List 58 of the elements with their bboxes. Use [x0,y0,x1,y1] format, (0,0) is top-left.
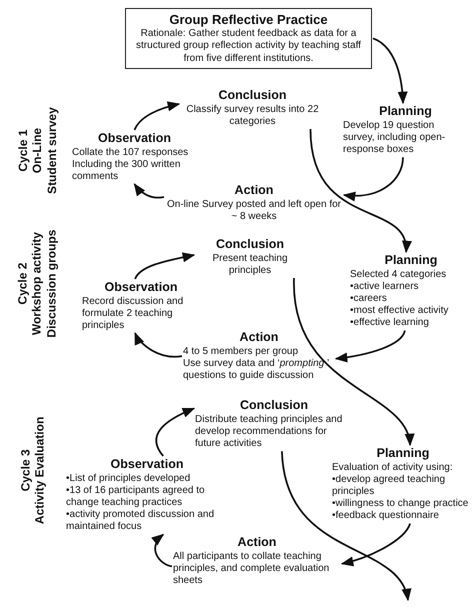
arrow [372,38,408,104]
step-text: Collate the 107 responses Including the 300 written comments [72,146,190,184]
step-text: •most effective activity [350,305,450,318]
arrow [134,183,164,198]
step-text: •effective learning [350,317,430,330]
arrow [134,252,196,280]
step-text: Classify survey results into 22 categories [185,104,320,128]
step-heading: Observation [97,131,172,147]
step-heading: Conclusion [214,237,286,253]
arrow [155,408,196,457]
cycle-label: Cycle 3 [18,448,32,493]
step-heading: Action [236,535,278,551]
step-heading: Conclusion [217,88,288,104]
step-heading: Observation [110,457,184,473]
arrow [342,157,404,201]
step-text: Distribute teaching principles and develop recommendations for future activities [195,414,344,450]
step-text: •feedback questionnaire [332,510,440,523]
step-text: •careers [350,293,388,306]
step-text: •develop agreed teaching principles [332,474,446,498]
cycle-label: Student survey [44,106,58,194]
step-heading: Group Reflective Practice [168,12,329,28]
cycle-label: Workshop activity [30,230,44,337]
step-text: Selected 4 categories [350,268,448,281]
step-text: Develop 19 question survey, including open-response boxes [343,120,446,156]
arrow [340,523,411,566]
step-heading: Conclusion [238,398,310,414]
step-heading: Observation [104,280,178,296]
step-text: Use survey data and ‘prompting ’ questions to guide discussion [183,358,330,382]
arrow [310,128,410,254]
arrow [134,102,180,130]
cycle-label: On-Line [30,126,44,175]
arrow [134,332,182,358]
step-heading: Planning [378,104,433,120]
step-text: •activity promoted discussion and maintained focus [66,509,216,534]
step-text: •List of principles developed [66,472,192,485]
step-text: Rationale: Gather student feedback as data for a structured group reflection activity by teaching staff from five different institutions. [135,28,362,65]
step-text: •willingness to change practice [332,498,470,510]
step-heading: Planning [376,446,430,462]
step-text: All participants to collate teaching principles, and complete evaluation sheets [173,550,330,588]
cycle-label: Cycle 1 [15,128,30,174]
arrow [334,330,406,362]
step-heading: Action [238,330,280,346]
step-text: Record discussion and formulate 2 teaching principles [82,296,184,332]
cycle-label: Discussion groups [44,229,59,338]
cycle-label: Cycle 2 [15,261,30,306]
arrow [293,278,413,446]
cycle-label: Activity Evaluation [32,416,47,524]
step-text: On-line Survey posted and left open for ~ 8 weeks [166,198,342,223]
step-heading: Action [234,183,274,199]
step-text: Evaluation of activity using: [332,462,454,474]
rationale-box [125,8,372,69]
step-text: Present teaching principles [211,252,289,277]
arrow [281,451,410,602]
arrow [151,534,172,568]
step-text: •active learners [350,280,420,293]
step-text: 4 to 5 members per group [183,346,300,358]
step-text: •13 of 16 participants agreed to change teaching practices [66,484,206,510]
step-heading: Planning [384,253,438,269]
